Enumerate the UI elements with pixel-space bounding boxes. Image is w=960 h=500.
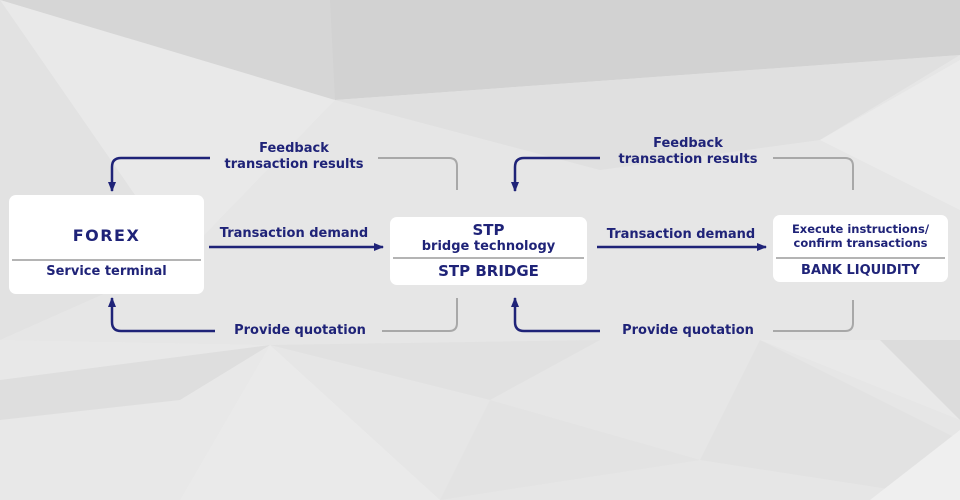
forex-title: FOREX	[72, 226, 141, 245]
bank-divider	[776, 257, 945, 259]
quotation-connector-right-gray	[773, 300, 854, 332]
forex-divider	[12, 259, 201, 261]
feedback-connector-right-gray	[773, 157, 854, 190]
quotation-connector-left-gray	[382, 298, 458, 332]
feedback-label-right-line2: transaction results	[618, 152, 758, 167]
bank-description-line2: confirm transactions	[793, 236, 928, 250]
stp-title: STP	[472, 221, 505, 239]
stp-divider	[393, 257, 584, 259]
quotation-label-left: Provide quotation	[234, 323, 366, 338]
forex-subtitle: Service terminal	[46, 264, 167, 279]
feedback-label-left: Feedback transaction results	[212, 141, 376, 173]
feedback-arrow-left	[108, 156, 210, 192]
quotation-label-right: Provide quotation	[622, 323, 754, 338]
bank-liquidity-node: Execute instructions/ confirm transactio…	[773, 215, 948, 282]
feedback-connector-left-gray	[378, 157, 458, 190]
feedback-label-right: Feedback transaction results	[606, 136, 770, 168]
feedback-arrow-right	[511, 156, 600, 192]
quotation-arrow-left	[108, 297, 215, 333]
feedback-label-left-line2: transaction results	[224, 157, 364, 172]
demand-label-left: Transaction demand	[219, 226, 369, 241]
demand-label-right: Transaction demand	[606, 227, 756, 242]
stp-description: bridge technology	[421, 239, 556, 254]
forex-node: FOREX Service terminal	[9, 195, 204, 294]
quotation-arrow-right	[511, 297, 600, 333]
bank-description-line1: Execute instructions/	[791, 222, 930, 236]
stp-bridge-node: STP bridge technology STP BRIDGE	[390, 217, 587, 285]
feedback-label-left-line1: Feedback	[259, 141, 329, 156]
stp-subtitle: STP BRIDGE	[438, 262, 539, 280]
bank-subtitle: BANK LIQUIDITY	[801, 263, 920, 278]
feedback-label-right-line1: Feedback	[653, 136, 723, 151]
